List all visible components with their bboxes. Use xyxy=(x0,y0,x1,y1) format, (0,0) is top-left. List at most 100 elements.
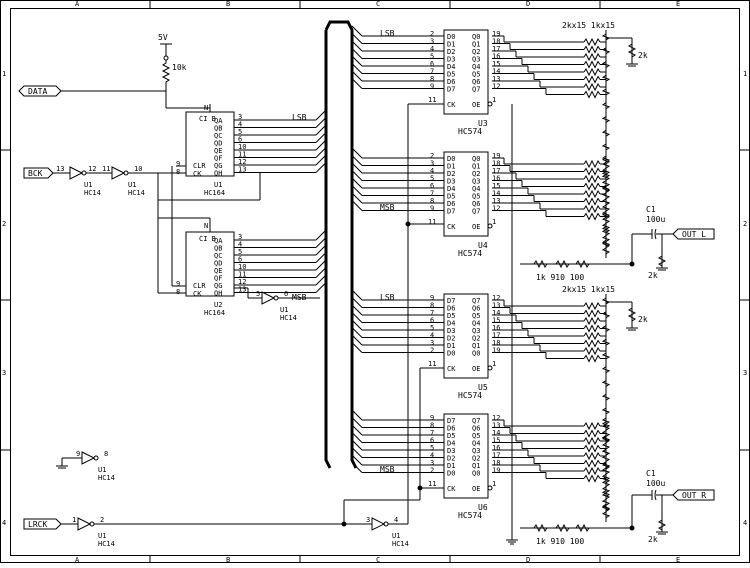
latch-outpin: 12 xyxy=(492,414,500,422)
bus-entry xyxy=(351,33,363,44)
latch-outpin: 17 xyxy=(492,167,500,175)
svg-text:MSB: MSB xyxy=(292,293,307,302)
latch-body xyxy=(443,413,489,499)
ladder-rung xyxy=(601,455,611,462)
inverter-lrck-1: 1 2 U1 HC14 xyxy=(72,516,115,548)
bus-entry xyxy=(315,274,327,286)
port-out-l[interactable]: OUT_L xyxy=(672,228,715,240)
sr-output-qc: QC xyxy=(214,132,222,140)
ladder-rung xyxy=(601,473,611,481)
sr-pin-10: 10 xyxy=(238,263,246,271)
row-label-2-left: 2 xyxy=(2,220,6,228)
latch-in-d6: D6 xyxy=(447,78,455,86)
output-stage xyxy=(520,228,673,271)
ladder-rung xyxy=(601,204,611,212)
data-bus xyxy=(324,20,358,469)
sr-pin-13: 13 xyxy=(238,286,246,294)
sr-output-qb: QB xyxy=(214,245,222,253)
ladder-rung xyxy=(601,407,611,415)
latch-outpin: 16 xyxy=(492,324,500,332)
bus-msb-label-u4: MSB xyxy=(380,203,395,212)
bus-entry xyxy=(351,70,363,82)
bus-entry xyxy=(351,447,363,458)
svg-text:1: 1 xyxy=(72,516,76,524)
col-label-c-top: C xyxy=(376,0,380,8)
port-lrck[interactable]: LRCK xyxy=(23,518,62,530)
bus-entry xyxy=(315,282,327,293)
latch-outpin: 18 xyxy=(492,459,500,467)
latch-out-q2: Q2 xyxy=(472,335,480,343)
ladder-rung xyxy=(601,229,611,236)
bus-entry xyxy=(351,78,363,89)
latch-inpin: 6 xyxy=(430,317,434,325)
ladder-resistor xyxy=(583,189,601,199)
svg-text:8: 8 xyxy=(176,168,180,176)
col-label-d-bottom: D xyxy=(526,556,530,563)
svg-text:HC164: HC164 xyxy=(204,189,225,197)
port-out-r[interactable]: OUT_R xyxy=(672,489,715,501)
ladder-rung xyxy=(601,498,611,506)
latch-inpin: 9 xyxy=(430,83,434,91)
latch-outpin: 19 xyxy=(492,30,500,38)
bus-entry xyxy=(351,417,363,428)
ladder-section xyxy=(492,294,611,522)
latch-out-q4: Q4 xyxy=(472,440,480,448)
latch-inpin: 5 xyxy=(430,175,434,183)
latch-out-q7: Q7 xyxy=(472,208,480,216)
sr-pin-13: 13 xyxy=(238,166,246,174)
bus-entry xyxy=(351,424,363,436)
latch-outpin: 15 xyxy=(492,437,500,445)
latch-outpin: 16 xyxy=(492,444,500,452)
latch-in-d2: D2 xyxy=(447,455,455,463)
oe-bubble xyxy=(487,485,493,491)
latch-in-d7: D7 xyxy=(447,208,455,216)
tail-resistor xyxy=(533,259,548,269)
latch-out-q6: Q6 xyxy=(472,305,480,313)
ladder-rung xyxy=(601,198,611,206)
latch-in-d4: D4 xyxy=(447,440,455,448)
ground xyxy=(626,63,638,67)
cap-ref-left: C1 xyxy=(646,205,656,214)
svg-text:2: 2 xyxy=(100,516,104,524)
bus-entry xyxy=(315,237,327,248)
latch-ref: U3 xyxy=(478,119,488,128)
bus-entry xyxy=(351,48,363,59)
sr-output-qa: QA xyxy=(214,117,223,125)
latch-out-q1: Q1 xyxy=(472,342,480,350)
svg-text:13: 13 xyxy=(56,165,64,173)
latch-in-d2: D2 xyxy=(447,48,455,56)
oe-bubble xyxy=(487,223,493,229)
port-data[interactable]: DATA xyxy=(18,85,62,97)
port-data-label: DATA xyxy=(28,87,47,96)
res-2k-bottom: 2k xyxy=(638,315,648,324)
latch-in-d1: D1 xyxy=(447,342,455,350)
ladder-rung xyxy=(601,352,611,360)
svg-text:HC14: HC14 xyxy=(84,189,101,197)
latch-out-q4: Q4 xyxy=(472,320,480,328)
junction xyxy=(629,261,635,267)
sr-output-qh: QH xyxy=(214,290,222,298)
row-label-3-right: 3 xyxy=(743,369,747,377)
latch-out-q7: Q7 xyxy=(472,417,480,425)
sr-output-qe: QE xyxy=(214,267,222,275)
ladder-rung xyxy=(601,311,611,319)
latch-body xyxy=(443,29,489,115)
ladder-rung xyxy=(601,442,611,450)
bus-entry xyxy=(351,454,363,466)
svg-text:HC14: HC14 xyxy=(98,540,115,548)
ladder-resistor xyxy=(583,45,601,54)
ladder-rung xyxy=(601,366,611,374)
vcc-pullup: 5V 10k xyxy=(158,33,187,108)
latch-inpin: 8 xyxy=(430,75,434,83)
port-bck[interactable]: BCK xyxy=(23,167,54,179)
latch-inpin: 9 xyxy=(430,294,434,302)
latch-ckpin: 11 xyxy=(428,360,436,368)
latch-outpin: 15 xyxy=(492,60,500,68)
latch-in-d7: D7 xyxy=(447,297,455,305)
latch-ck-label: CK xyxy=(447,101,456,109)
ladder-resistor xyxy=(583,90,601,99)
latch-out-q0: Q0 xyxy=(472,155,480,163)
svg-text:8: 8 xyxy=(176,288,180,296)
